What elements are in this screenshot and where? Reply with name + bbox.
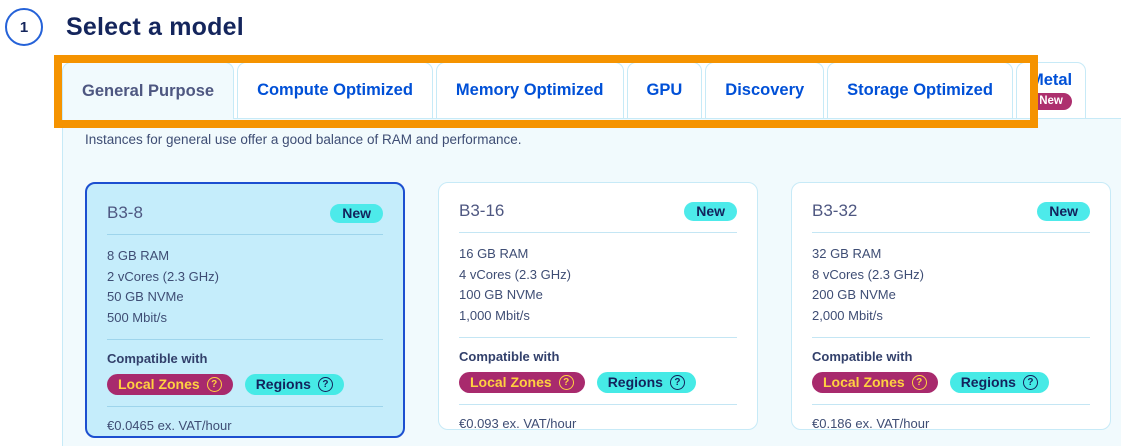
compatibility-badges: Local Zones ? Regions ? <box>459 372 737 393</box>
spec-list: 16 GB RAM 4 vCores (2.3 GHz) 100 GB NVMe… <box>459 244 737 326</box>
spec-storage: 200 GB NVMe <box>812 287 896 302</box>
spec-list: 32 GB RAM 8 vCores (2.3 GHz) 200 GB NVMe… <box>812 244 1090 326</box>
step-number-badge: 1 <box>5 8 43 46</box>
divider <box>812 404 1090 405</box>
tab-label: General Purpose <box>82 81 215 100</box>
new-badge: New <box>1030 92 1072 111</box>
help-icon[interactable]: ? <box>911 374 927 390</box>
tab-compute-optimized[interactable]: Compute Optimized <box>237 62 433 118</box>
category-description: Instances for general use offer a good b… <box>85 132 522 147</box>
page-title: Select a model <box>66 13 244 41</box>
badge-label: Local Zones <box>823 374 905 390</box>
divider <box>107 234 383 235</box>
tab-content-panel: Instances for general use offer a good b… <box>62 118 1121 446</box>
help-icon[interactable]: ? <box>1022 374 1038 390</box>
divider <box>107 339 383 340</box>
spec-ram: 32 GB RAM <box>812 246 882 261</box>
tab-label: Storage Optimized <box>847 81 993 99</box>
tab-discovery[interactable]: Discovery <box>705 62 825 118</box>
spec-vcores: 2 vCores (2.3 GHz) <box>107 268 219 284</box>
tab-storage-optimized[interactable]: Storage Optimized <box>827 62 1013 118</box>
help-icon[interactable]: ? <box>558 374 574 390</box>
tab-label: GPU <box>646 81 683 99</box>
price-label: €0.093 ex. VAT/hour <box>459 416 577 431</box>
compatibility-badges: Local Zones ? Regions ? <box>107 374 383 395</box>
compatible-with-label: Compatible with <box>459 349 560 364</box>
price-label: €0.186 ex. VAT/hour <box>812 416 930 431</box>
badge-label: Regions <box>960 374 1016 390</box>
spec-storage: 100 GB NVMe <box>459 287 543 302</box>
tab-label: Compute Optimized <box>257 81 413 99</box>
tab-memory-optimized[interactable]: Memory Optimized <box>435 62 624 118</box>
tab-label: Discovery <box>725 81 805 99</box>
divider <box>107 406 383 407</box>
spec-list: 8 GB RAM 2 vCores (2.3 GHz) 50 GB NVMe 5… <box>107 246 383 328</box>
badge-label: Local Zones <box>470 374 552 390</box>
divider <box>459 337 737 338</box>
local-zones-badge: Local Zones ? <box>459 372 585 393</box>
help-icon[interactable]: ? <box>206 376 222 392</box>
model-cards-row: B3-8 New 8 GB RAM 2 vCores (2.3 GHz) 50 … <box>85 182 1111 438</box>
model-name: B3-8 <box>107 203 143 222</box>
local-zones-badge: Local Zones ? <box>812 372 938 393</box>
model-card-b3-16[interactable]: B3-16 New 16 GB RAM 4 vCores (2.3 GHz) 1… <box>438 182 758 431</box>
tab-gpu[interactable]: GPU <box>626 62 703 118</box>
divider <box>812 337 1090 338</box>
badge-label: Local Zones <box>118 376 200 392</box>
tab-label: Metal <box>1029 70 1073 89</box>
spec-vcores: 8 vCores (2.3 GHz) <box>812 266 924 282</box>
badge-label: Regions <box>255 376 311 392</box>
badge-label: Regions <box>607 374 663 390</box>
new-badge: New <box>684 201 737 221</box>
card-header: B3-8 New <box>107 203 383 223</box>
tab-metal[interactable]: Metal New <box>1015 62 1087 118</box>
new-badge: New <box>1037 201 1090 221</box>
card-header: B3-16 New <box>459 201 737 221</box>
spec-storage: 50 GB NVMe <box>107 289 184 304</box>
model-card-b3-8[interactable]: B3-8 New 8 GB RAM 2 vCores (2.3 GHz) 50 … <box>85 182 405 438</box>
spec-ram: 8 GB RAM <box>107 248 170 263</box>
local-zones-badge: Local Zones ? <box>107 374 233 395</box>
help-icon[interactable]: ? <box>669 374 685 390</box>
card-header: B3-32 New <box>812 201 1090 221</box>
step-number: 1 <box>19 18 29 36</box>
compatible-with-label: Compatible with <box>107 351 208 366</box>
spec-bandwidth: 1,000 Mbit/s <box>459 307 530 323</box>
model-category-tabs: General Purpose Compute Optimized Memory… <box>62 62 1087 119</box>
divider <box>459 232 737 233</box>
spec-bandwidth: 500 Mbit/s <box>107 309 167 325</box>
price-label: €0.0465 ex. VAT/hour <box>107 418 232 433</box>
divider <box>812 232 1090 233</box>
tab-label: Memory Optimized <box>455 81 604 99</box>
new-badge: New <box>330 203 383 223</box>
spec-vcores: 4 vCores (2.3 GHz) <box>459 266 571 282</box>
model-name: B3-16 <box>459 201 505 220</box>
model-card-b3-32[interactable]: B3-32 New 32 GB RAM 8 vCores (2.3 GHz) 2… <box>791 182 1111 431</box>
tab-general-purpose[interactable]: General Purpose <box>62 62 235 119</box>
regions-badge: Regions ? <box>244 374 344 395</box>
regions-badge: Regions ? <box>596 372 696 393</box>
model-name: B3-32 <box>812 201 858 220</box>
regions-badge: Regions ? <box>949 372 1049 393</box>
divider <box>459 404 737 405</box>
spec-ram: 16 GB RAM <box>459 246 529 261</box>
compatible-with-label: Compatible with <box>812 349 913 364</box>
spec-bandwidth: 2,000 Mbit/s <box>812 307 883 323</box>
help-icon[interactable]: ? <box>317 376 333 392</box>
compatibility-badges: Local Zones ? Regions ? <box>812 372 1090 393</box>
